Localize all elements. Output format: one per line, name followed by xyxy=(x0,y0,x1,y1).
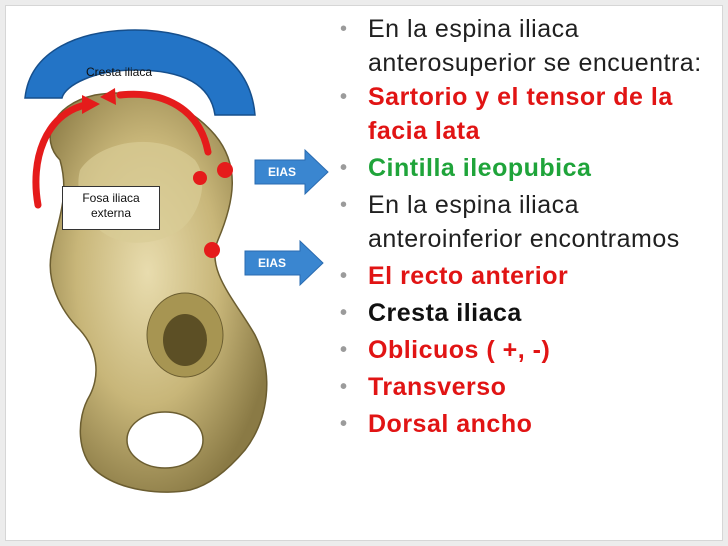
marker-dot xyxy=(193,171,207,185)
red-arrow-right xyxy=(116,90,212,156)
marker-dot xyxy=(217,162,233,178)
bullet-dot-icon: • xyxy=(340,194,348,216)
marker-dot xyxy=(204,242,220,258)
eias-label-2: EIAS xyxy=(258,256,287,270)
bullet-item: • El recto anterior xyxy=(334,259,714,293)
obturator-foramen xyxy=(126,411,204,469)
bullet-item: • En la espina iliaca anterosuperior se … xyxy=(334,12,714,80)
bullet-text: En la espina iliaca anterosuperior se en… xyxy=(368,15,702,77)
eias-label-1: EIAS xyxy=(268,165,297,179)
eias-arrow-1 xyxy=(254,148,329,196)
bullet-text: Sartorio y el tensor de la facia lata xyxy=(368,83,673,145)
bullet-dot-icon: • xyxy=(340,157,348,179)
pelvis-illustration xyxy=(24,29,329,493)
bullet-item: • En la espina iliaca anteroinferior enc… xyxy=(334,188,714,256)
eias-arrow-2 xyxy=(244,239,324,287)
bullet-dot-icon: • xyxy=(340,302,348,324)
bullet-item: • Transverso xyxy=(334,370,714,404)
bullet-item: • Cresta iliaca xyxy=(334,296,714,330)
bullet-item: • Oblicuos ( +, -) xyxy=(334,333,714,367)
bullet-text: Oblicuos ( +, -) xyxy=(368,336,551,364)
bullet-list: • En la espina iliaca anterosuperior se … xyxy=(334,12,714,441)
bullet-text: Transverso xyxy=(368,373,507,401)
cresta-arc xyxy=(24,29,256,116)
fosa-label-line2: externa xyxy=(90,206,132,220)
fosa-label-line1: Fosa iliaca xyxy=(82,191,140,205)
fosa-iliaca-label: Fosa iliaca externa xyxy=(62,186,160,230)
cresta-iliaca-label: Cresta iliaca xyxy=(86,65,153,79)
bullet-item: • Sartorio y el tensor de la facia lata xyxy=(334,80,714,148)
red-arrow-left xyxy=(32,101,89,209)
bullet-text: Cintilla ileopubica xyxy=(368,154,592,182)
bullet-dot-icon: • xyxy=(340,18,348,40)
bullet-text: En la espina iliaca anteroinferior encon… xyxy=(368,191,680,253)
bullet-dot-icon: • xyxy=(340,265,348,287)
bullet-item: • Dorsal ancho xyxy=(334,407,714,441)
bullet-dot-icon: • xyxy=(340,339,348,361)
bullet-dot-icon: • xyxy=(340,413,348,435)
bullet-text: El recto anterior xyxy=(368,262,569,290)
bullet-item: • Cintilla ileopubica xyxy=(334,151,714,185)
bullet-dot-icon: • xyxy=(340,376,348,398)
bullet-text: Cresta iliaca xyxy=(368,299,522,327)
bullet-dot-icon: • xyxy=(340,86,348,108)
bullet-text: Dorsal ancho xyxy=(368,410,533,438)
